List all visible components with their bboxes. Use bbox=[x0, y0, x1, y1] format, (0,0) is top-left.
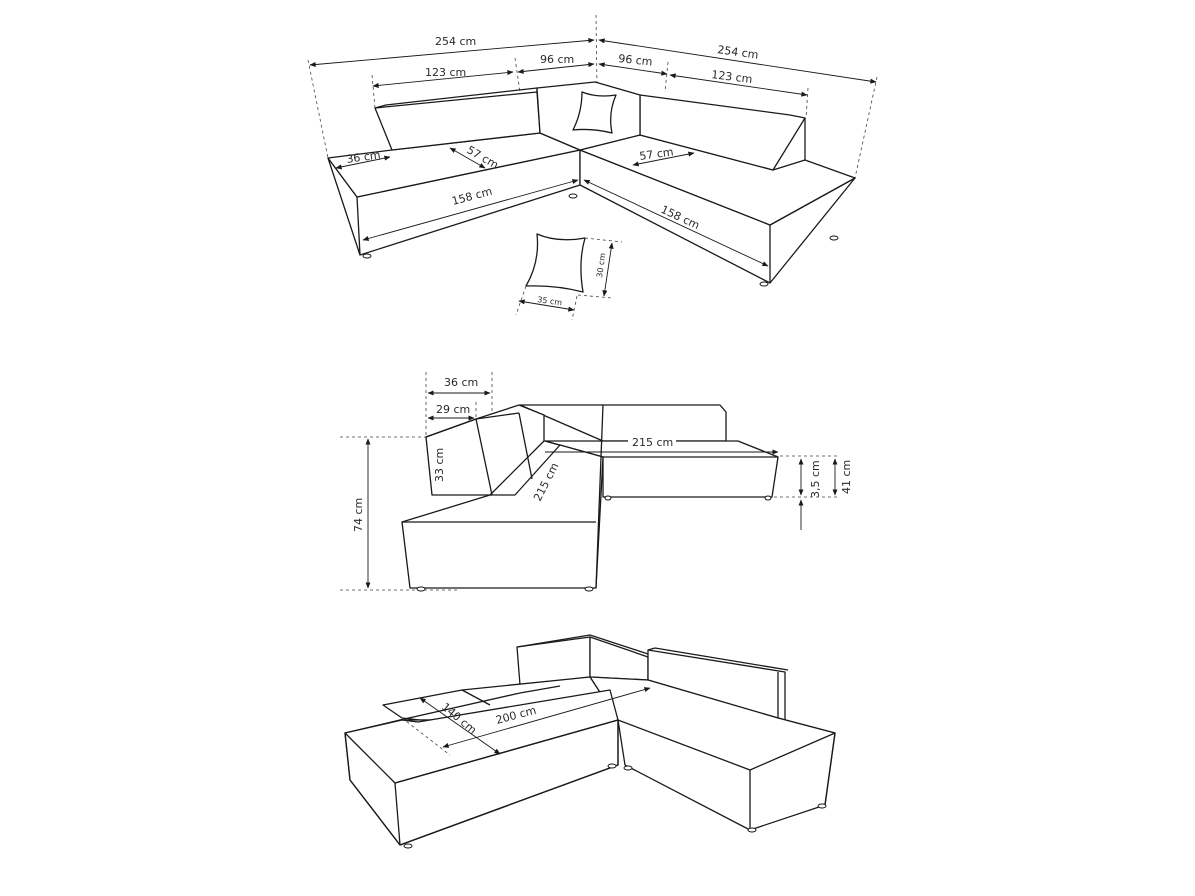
dim-254-left: 254 cm bbox=[435, 35, 476, 48]
dim-96-right: 96 cm bbox=[618, 52, 653, 69]
dim-57-right: 57 cm bbox=[639, 145, 675, 163]
dim-36-armrest: 36 cm bbox=[346, 148, 382, 166]
top-perspective-view: 254 cm 254 cm 123 cm 96 cm 96 cm 123 cm … bbox=[307, 14, 878, 321]
dim-29-armrest-top: 29 cm bbox=[436, 403, 470, 416]
dim-123-left: 123 cm bbox=[425, 66, 466, 79]
dim-36-armrest-side: 36 cm bbox=[444, 376, 478, 389]
dim-74-total-height: 74 cm bbox=[352, 498, 365, 532]
dim-35-pillow: 35 cm bbox=[537, 295, 563, 307]
dim-3-5-legs: 3,5 cm bbox=[809, 460, 822, 498]
dim-215-length: 215 cm bbox=[632, 436, 673, 449]
dim-33-armrest-height: 33 cm bbox=[433, 448, 446, 482]
bed-mode-view: 140 cm 200 cm bbox=[344, 634, 836, 849]
dim-30-pillow: 30 cm bbox=[595, 252, 607, 278]
dim-123-right: 123 cm bbox=[711, 68, 754, 86]
pillow-icon bbox=[525, 233, 586, 293]
side-view: 215 cm 36 cm 29 cm 33 cm 74 cm 215 cm 3,… bbox=[340, 372, 853, 592]
dim-96-left: 96 cm bbox=[540, 53, 574, 66]
dim-254-right: 254 cm bbox=[717, 43, 760, 62]
dim-41-seat-height: 41 cm bbox=[840, 460, 853, 494]
